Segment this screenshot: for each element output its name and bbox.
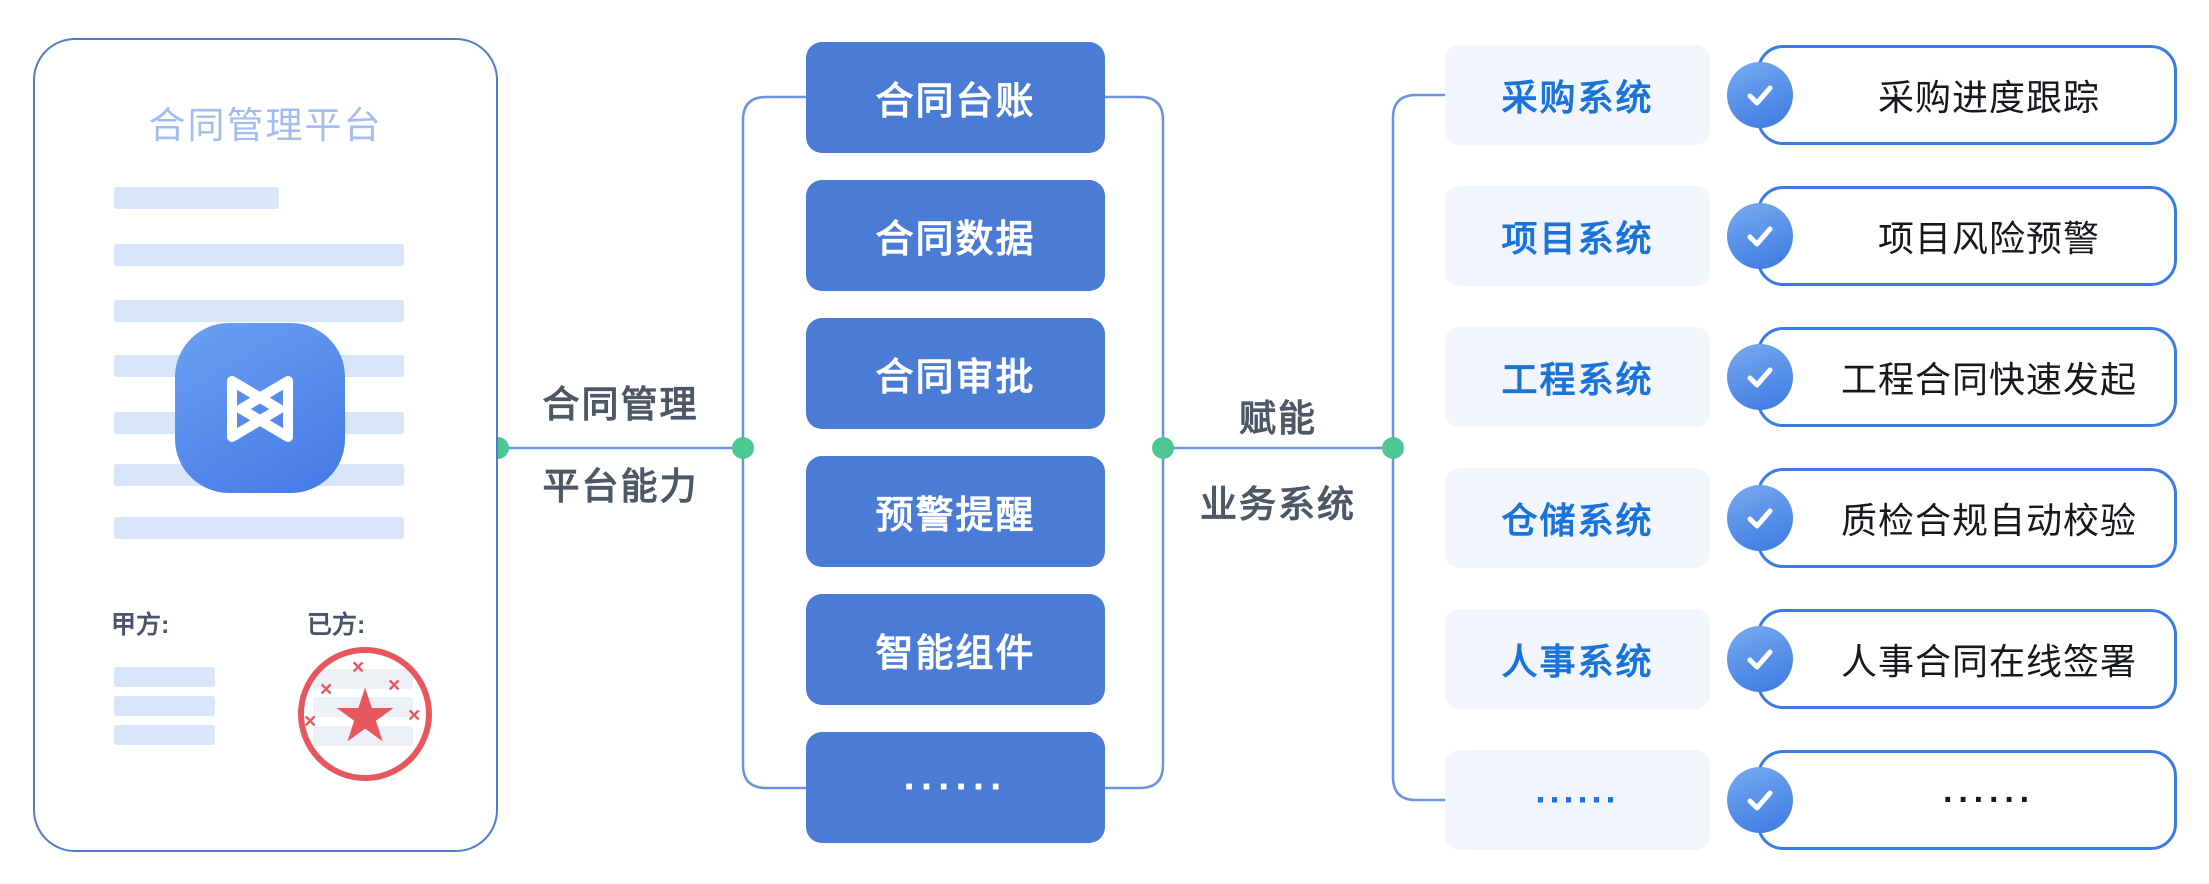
node-dot bbox=[1382, 437, 1404, 459]
feature-pill-hr-contract-esign: 人事合同在线签署 bbox=[1727, 609, 2177, 709]
system-box-hr: 人事系统 bbox=[1445, 609, 1710, 709]
x-mark-icon: × bbox=[320, 678, 333, 701]
feature-pill-label: 工程合同快速发起 bbox=[1840, 359, 2137, 400]
doc-text-line bbox=[114, 517, 404, 539]
feature-pill-label: 采购进度跟踪 bbox=[1877, 77, 2100, 118]
capability-box-alert: 预警提醒 bbox=[806, 456, 1105, 567]
feature-pill-label: ······ bbox=[1943, 780, 2035, 819]
feature-pill-column: 采购进度跟踪 项目风险预警 工程合同快速发起 质检合规自动校验 人事合同在线签署 bbox=[1727, 45, 2177, 850]
doc-text-line bbox=[114, 300, 404, 322]
connector-label-line: 赋能 bbox=[1239, 398, 1317, 439]
capability-box-more: ······ bbox=[806, 732, 1105, 843]
feature-pill-label: 项目风险预警 bbox=[1877, 218, 2100, 259]
party-a-label: 甲方: bbox=[111, 611, 170, 639]
doc-text-line bbox=[114, 244, 404, 266]
check-icon bbox=[1727, 626, 1793, 692]
feature-pill-engineering-contract-launch: 工程合同快速发起 bbox=[1727, 327, 2177, 427]
link-bowtie-glyph bbox=[227, 376, 293, 442]
doc-text-line bbox=[114, 187, 279, 209]
system-box-procurement: 采购系统 bbox=[1445, 45, 1710, 145]
party-b-label: 已方: bbox=[307, 611, 366, 639]
signature-line bbox=[114, 696, 215, 716]
capability-box-approval: 合同审批 bbox=[806, 318, 1105, 429]
connector-label-line: 合同管理 bbox=[542, 384, 699, 425]
node-dot bbox=[1152, 437, 1174, 459]
check-icon bbox=[1727, 344, 1793, 410]
check-icon bbox=[1727, 62, 1793, 128]
connector-label-line: 业务系统 bbox=[1200, 484, 1356, 525]
star-icon: ★ bbox=[331, 674, 399, 757]
feature-pill-quality-compliance-check: 质检合规自动校验 bbox=[1727, 468, 2177, 568]
feature-pill-label: 人事合同在线签署 bbox=[1840, 641, 2137, 682]
system-box-engineering: 工程系统 bbox=[1445, 327, 1710, 427]
signature-line bbox=[114, 725, 215, 745]
system-box-more: ······ bbox=[1445, 750, 1710, 850]
system-box-project: 项目系统 bbox=[1445, 186, 1710, 286]
system-box-warehouse: 仓储系统 bbox=[1445, 468, 1710, 568]
capability-box-ledger: 合同台账 bbox=[806, 42, 1105, 153]
capability-box-data: 合同数据 bbox=[806, 180, 1105, 291]
x-mark-icon: × bbox=[352, 656, 365, 679]
x-mark-icon: × bbox=[388, 674, 401, 697]
business-system-column: 采购系统 项目系统 工程系统 仓储系统 人事系统 ······ bbox=[1445, 45, 1710, 850]
capability-box-smart: 智能组件 bbox=[806, 594, 1105, 705]
x-mark-icon: × bbox=[408, 704, 421, 727]
capability-column: 合同台账 合同数据 合同审批 预警提醒 智能组件 ······ bbox=[806, 42, 1105, 843]
signature-line bbox=[114, 667, 215, 687]
feature-pill-more: ······ bbox=[1727, 750, 2177, 850]
feature-pill-project-risk-alert: 项目风险预警 bbox=[1727, 186, 2177, 286]
contract-platform-card: 合同管理平台 甲方: 已方: ★ × × bbox=[33, 38, 498, 852]
x-mark-icon: × bbox=[304, 710, 317, 733]
feature-pill-procurement-tracking: 采购进度跟踪 bbox=[1727, 45, 2177, 145]
connector-label-line: 平台能力 bbox=[542, 466, 699, 507]
feature-pill-label: 质检合规自动校验 bbox=[1840, 500, 2137, 541]
check-icon bbox=[1727, 767, 1793, 833]
link-bowtie-app-icon bbox=[175, 323, 345, 493]
star-stamp-seal-icon: ★ × × × × × bbox=[298, 647, 432, 781]
card-title: 合同管理平台 bbox=[148, 105, 383, 146]
check-icon bbox=[1727, 203, 1793, 269]
check-icon bbox=[1727, 485, 1793, 551]
node-dot bbox=[732, 437, 754, 459]
